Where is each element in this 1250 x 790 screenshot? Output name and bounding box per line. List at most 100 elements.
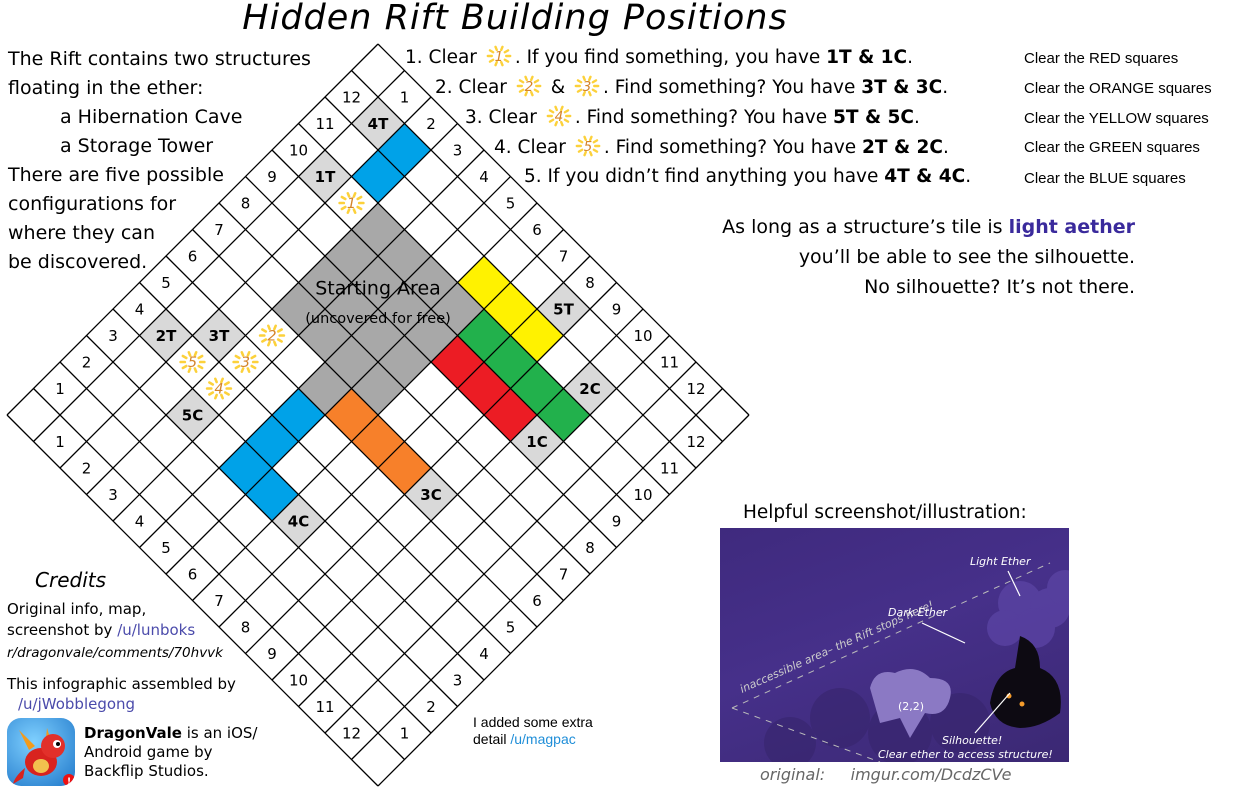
step-text: 5. If you didn’t find anything you have bbox=[524, 166, 885, 187]
edge-label: 5 bbox=[506, 194, 516, 212]
edge-label: 1 bbox=[400, 88, 410, 106]
reddit-post-link[interactable]: r/dragonvale/comments/70hvvk bbox=[7, 645, 223, 661]
original-image-link[interactable]: original: imgur.com/DcdzCVe bbox=[760, 765, 1012, 784]
coord-label: (2,2) bbox=[898, 700, 924, 713]
step-result: 5T & 5C bbox=[833, 107, 915, 128]
edge-label: 4 bbox=[479, 645, 489, 663]
edge-label: 6 bbox=[188, 565, 198, 583]
edge-label: 1 bbox=[55, 433, 65, 451]
edge-label: 4 bbox=[479, 168, 489, 186]
intro-line: There are five possible bbox=[8, 164, 224, 186]
svg-text:4: 4 bbox=[554, 109, 563, 125]
light-aether-highlight: light aether bbox=[1008, 216, 1135, 238]
step-text: 4. Clear bbox=[494, 137, 566, 158]
intro-text: The Rift contains two structures floatin… bbox=[8, 45, 311, 277]
structure-storage-tower: a Storage Tower bbox=[60, 135, 214, 157]
intro-line: floating in the ether: bbox=[8, 77, 204, 99]
step-result: 3T & 3C bbox=[861, 77, 943, 98]
step-text: 2. Clear bbox=[435, 77, 507, 98]
page-title: Hidden Rift Building Positions bbox=[242, 0, 788, 38]
building-label: 3C bbox=[420, 486, 441, 504]
building-label: 1C bbox=[526, 433, 547, 451]
magpac-link[interactable]: /u/magpac bbox=[510, 731, 576, 747]
sun-marker-icon: 1 bbox=[338, 192, 365, 214]
sun-marker-icon: 2 bbox=[258, 324, 286, 347]
step-1: 1. Clear 1. If you find something, you h… bbox=[405, 45, 914, 70]
sun-marker-icon: 3 bbox=[571, 75, 603, 100]
edge-label: 9 bbox=[612, 512, 622, 530]
credits-text: This infographic assembled by bbox=[7, 675, 236, 693]
building-label: 1T bbox=[315, 168, 336, 186]
step-text: . bbox=[965, 166, 972, 187]
extra-text: detail bbox=[473, 731, 511, 747]
credits-text: Backflip Studios. bbox=[84, 762, 209, 780]
step-2: 2. Clear 2 & 3. Find something? You have… bbox=[435, 75, 948, 100]
light-ether-label: Light Ether bbox=[970, 555, 1032, 568]
edge-label: 9 bbox=[612, 300, 622, 318]
intro-line: The Rift contains two structures bbox=[8, 48, 311, 70]
edge-label: 10 bbox=[633, 486, 652, 504]
silhouette-label: Silhouette! bbox=[942, 734, 1002, 747]
svg-text:2: 2 bbox=[524, 79, 533, 95]
legend-orange: Clear the ORANGE squares bbox=[1024, 80, 1212, 97]
intro-line: configurations for bbox=[8, 193, 177, 215]
edge-label: 11 bbox=[315, 115, 334, 133]
edge-label: 8 bbox=[585, 274, 595, 292]
step-result: 2T & 2C bbox=[862, 137, 944, 158]
svg-text:1: 1 bbox=[494, 49, 503, 65]
edge-label: 3 bbox=[453, 141, 463, 159]
edge-label: 7 bbox=[559, 247, 569, 265]
lunboks-link[interactable]: /u/lunboks bbox=[117, 621, 196, 639]
extra-detail-note: I added some extra detail /u/magpac bbox=[473, 714, 593, 748]
edge-label: 8 bbox=[241, 618, 251, 636]
building-label: 2T bbox=[156, 327, 177, 345]
edge-label: 10 bbox=[633, 327, 652, 345]
edge-label: 11 bbox=[660, 459, 679, 477]
svg-text:3: 3 bbox=[241, 355, 250, 371]
sun-marker-icon: 1 bbox=[483, 45, 515, 70]
step-text: 3. Clear bbox=[465, 107, 537, 128]
extra-text: I added some extra bbox=[473, 714, 593, 730]
dragon-icon: ! bbox=[13, 728, 75, 786]
step-text: . If you find something, you have bbox=[514, 47, 827, 68]
building-label: 2C bbox=[579, 380, 600, 398]
silhouette-note: As long as a structure’s tile is light a… bbox=[722, 212, 1135, 302]
note-text: No silhouette? It’s not there. bbox=[864, 276, 1135, 298]
step-text: . Find something? You have bbox=[603, 137, 863, 158]
edge-label: 12 bbox=[342, 88, 361, 106]
step-text: . bbox=[907, 47, 914, 68]
sun-marker-icon: 3 bbox=[574, 75, 600, 97]
svg-text:1: 1 bbox=[347, 196, 356, 212]
legend-green: Clear the GREEN squares bbox=[1024, 139, 1200, 156]
edge-label: 5 bbox=[506, 618, 516, 636]
step-text: & bbox=[550, 77, 566, 98]
edge-label: 9 bbox=[267, 645, 277, 663]
screenshot-heading: Helpful screenshot/illustration: bbox=[743, 502, 1027, 523]
edge-label: 2 bbox=[82, 353, 92, 371]
edge-label: 3 bbox=[108, 327, 118, 345]
building-label: 4C bbox=[288, 512, 309, 530]
edge-label: 2 bbox=[82, 459, 92, 477]
jwobblegong-link[interactable]: /u/jWobblegong bbox=[18, 695, 136, 713]
edge-label: 1 bbox=[400, 724, 410, 742]
step-text: . bbox=[914, 107, 920, 128]
legend-blue: Clear the BLUE squares bbox=[1024, 170, 1186, 187]
edge-label: 8 bbox=[241, 194, 251, 212]
edge-label: 7 bbox=[214, 592, 224, 610]
sun-marker-icon: 4 bbox=[543, 105, 575, 130]
edge-label: 10 bbox=[289, 141, 308, 159]
edge-label: 5 bbox=[161, 274, 171, 292]
credits-text: Android game by bbox=[84, 743, 213, 761]
dragonvale-app-icon: ! bbox=[7, 718, 75, 786]
illustration: (2,2) inaccessible area– the Rift stops … bbox=[731, 555, 1069, 762]
building-label: 3T bbox=[209, 327, 230, 345]
edge-label: 12 bbox=[342, 724, 361, 742]
dark-ether-label: Dark Ether bbox=[888, 606, 949, 619]
svg-text:5: 5 bbox=[188, 355, 197, 371]
step-3: 3. Clear 4. Find something? You have 5T … bbox=[465, 105, 920, 130]
svg-text:3: 3 bbox=[583, 79, 592, 95]
building-label: 4T bbox=[368, 115, 389, 133]
building-label: 5C bbox=[182, 406, 203, 424]
edge-label: 10 bbox=[289, 671, 308, 689]
edge-label: 3 bbox=[108, 486, 118, 504]
